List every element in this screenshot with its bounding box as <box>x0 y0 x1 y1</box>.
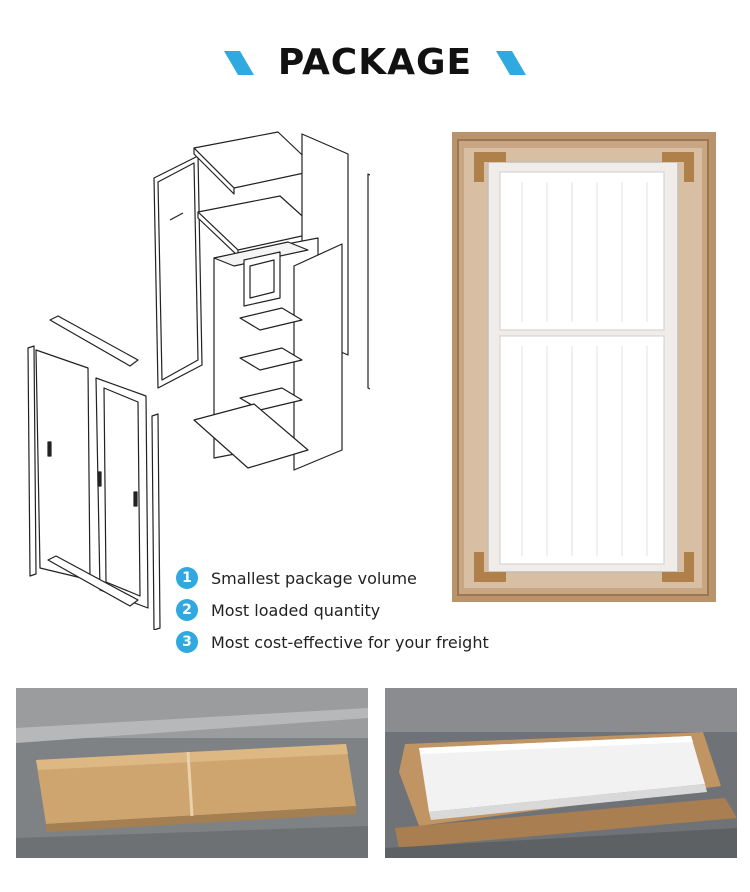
photo-opened-carton <box>385 688 737 858</box>
number-badge-icon: 1 <box>176 567 198 589</box>
feature-text: Smallest package volume <box>211 568 417 588</box>
photo-sealed-carton <box>16 688 368 858</box>
header: PACKAGE <box>0 36 750 88</box>
feature-text: Most loaded quantity <box>211 600 381 620</box>
feature-item: 2 Most loaded quantity <box>176 594 576 626</box>
feature-list: 1 Smallest package volume 2 Most loaded … <box>176 562 576 658</box>
feature-item: 1 Smallest package volume <box>176 562 576 594</box>
packed-box-illustration <box>452 132 716 602</box>
feature-text: Most cost-effective for your freight <box>211 632 489 652</box>
number-badge-icon: 2 <box>176 599 198 621</box>
slash-right-icon <box>496 51 527 75</box>
slash-left-icon <box>223 51 254 75</box>
number-badge-icon: 3 <box>176 631 198 653</box>
exploded-wardrobe-diagram <box>27 131 370 630</box>
feature-item: 3 Most cost-effective for your freight <box>176 626 576 658</box>
page-title: PACKAGE <box>277 41 473 83</box>
